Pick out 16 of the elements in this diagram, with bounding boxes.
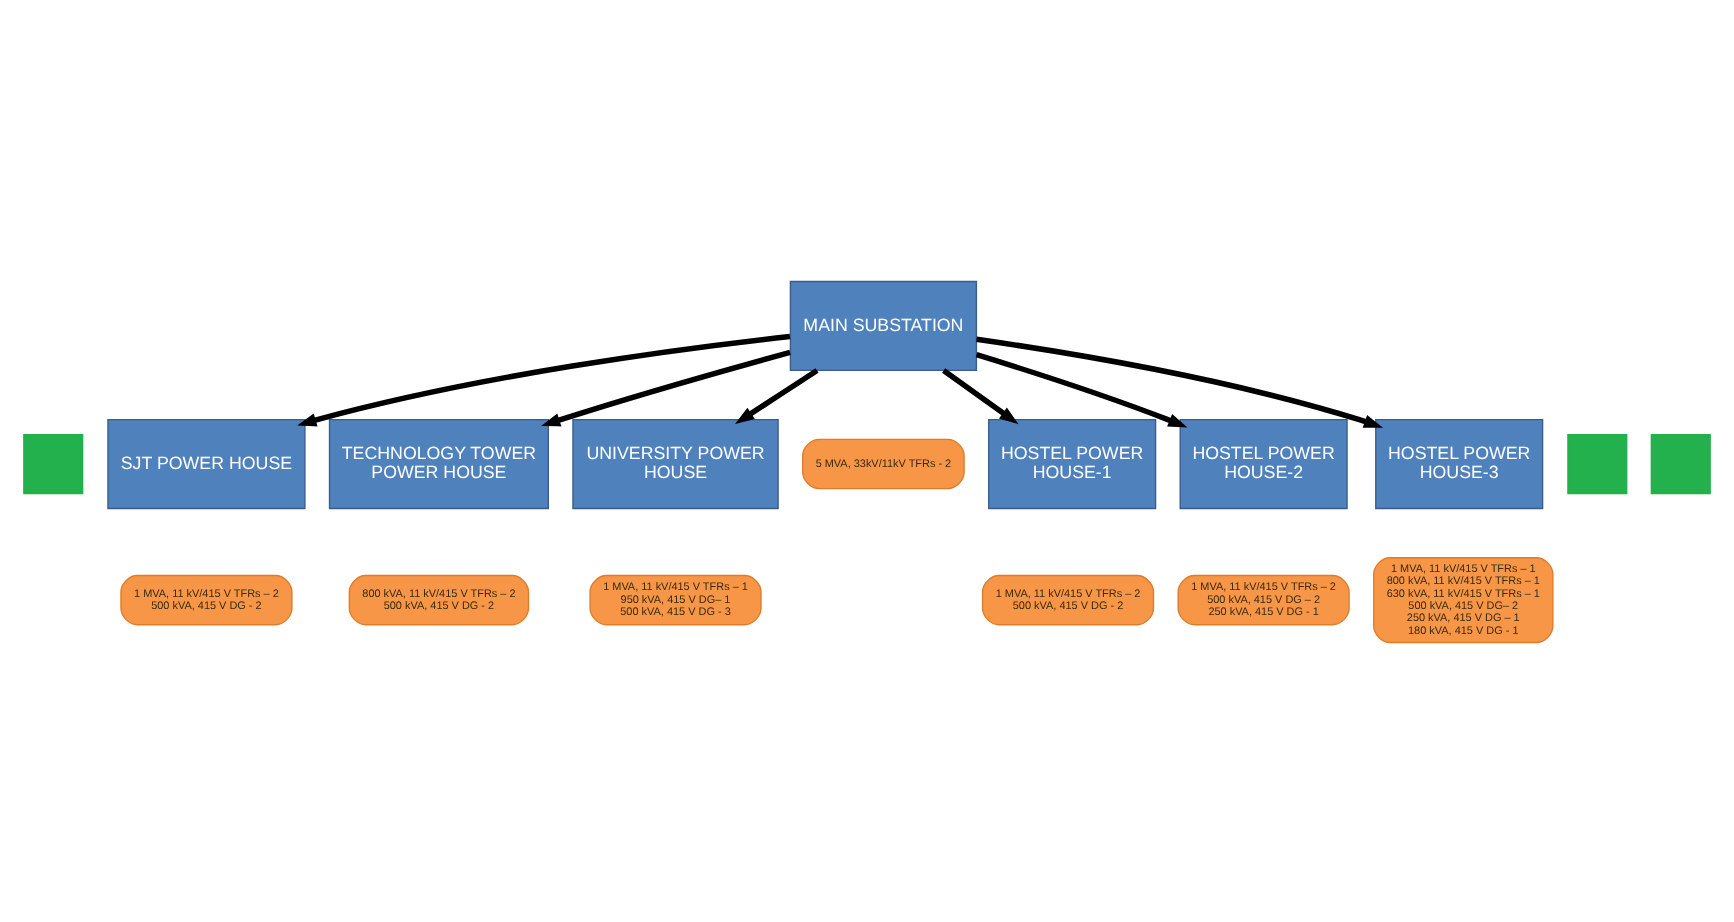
node-box: HOSTEL POWER HOUSE-3 — [1375, 417, 1544, 509]
arrow — [976, 335, 1384, 427]
node-box: MAIN SUBSTATION — [789, 279, 978, 371]
node-box: HOSTEL POWER HOUSE-1 — [988, 417, 1157, 509]
node-box: HOSTEL POWER HOUSE-2 — [1179, 417, 1348, 509]
arrow — [297, 332, 791, 426]
node-box: TECHNOLOGY TOWER POWER HOUSE — [328, 417, 550, 509]
node-box — [1650, 432, 1711, 494]
node-box: UNIVERSITY POWER HOUSE — [572, 417, 779, 509]
node-box — [1567, 432, 1628, 494]
node-box — [23, 432, 84, 494]
arrow — [942, 367, 1019, 424]
arrow — [975, 351, 1188, 427]
arrow — [541, 348, 791, 426]
arrow — [735, 367, 819, 423]
node-box: SJT POWER HOUSE — [107, 417, 306, 509]
